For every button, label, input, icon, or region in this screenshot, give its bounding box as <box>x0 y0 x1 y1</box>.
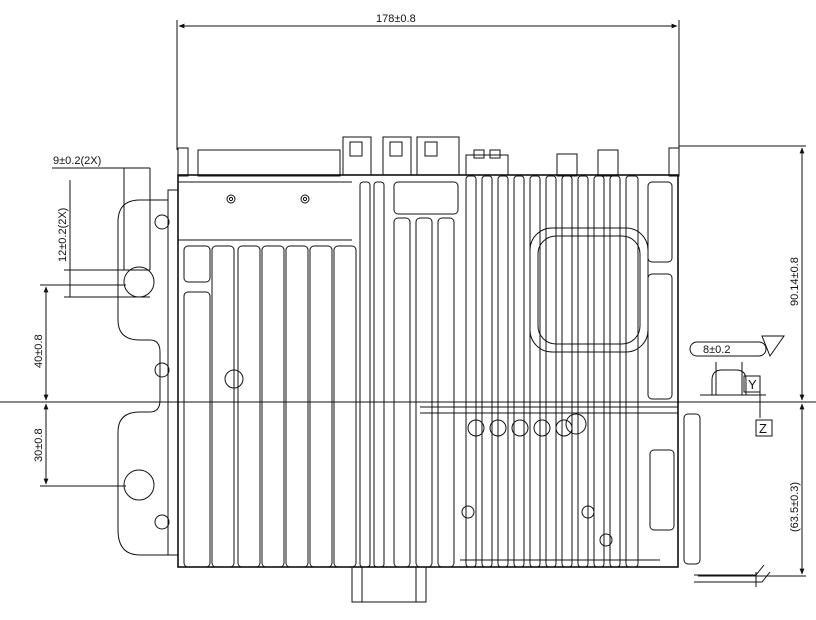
lower-offset-label: 30±0.8 <box>33 428 45 462</box>
slot-height-label: 12±0.2(2X) <box>57 208 69 262</box>
overall-width-label: 178±0.8 <box>376 13 416 25</box>
lower-height-label: (63.5±0.3) <box>789 482 801 532</box>
overall-height-dimension <box>679 145 806 401</box>
ear-width-label: 9±0.2(2X) <box>53 155 101 167</box>
datum-y-label: Y <box>748 377 757 392</box>
lower-right-detail <box>420 406 701 565</box>
slot-height-dimension <box>64 180 150 298</box>
overall-height-label: 90.14±0.8 <box>789 257 801 306</box>
flat-width-label: 8±0.2 <box>703 344 730 356</box>
left-bracket <box>117 199 170 556</box>
datum-z-label: Z <box>759 421 767 436</box>
housing-outline <box>167 147 680 603</box>
overall-width-dimension <box>176 20 680 150</box>
upper-offset-dimension <box>40 284 126 401</box>
center-recess <box>529 227 649 353</box>
datum-detail <box>689 335 785 587</box>
upper-left-panel <box>178 181 352 389</box>
ear-width-dimension <box>52 167 151 270</box>
lower-offset-dimension <box>40 403 126 487</box>
upper-offset-label: 40±0.8 <box>33 334 45 368</box>
cooling-fins <box>183 175 673 568</box>
lower-height-dimension <box>698 403 806 577</box>
top-connectors <box>342 136 619 177</box>
